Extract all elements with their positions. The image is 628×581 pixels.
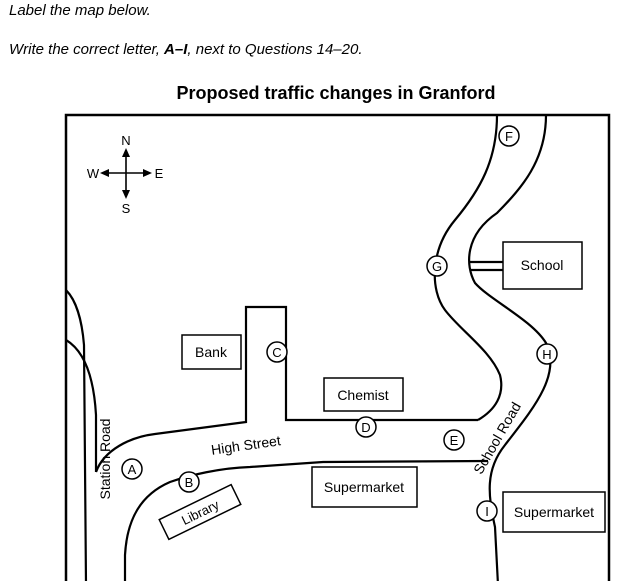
marker-d-circle (355, 416, 377, 438)
marker-e-circle (443, 429, 465, 451)
bank-label: Bank (195, 344, 228, 360)
compass-n: N (121, 133, 130, 148)
marker-f: F (505, 129, 513, 144)
chemist-box (323, 377, 404, 412)
supermarket-right-label: Supermarket (514, 504, 594, 520)
marker-i-circle (476, 500, 498, 522)
school-box (502, 241, 583, 290)
marker-g-circle (426, 255, 448, 277)
supermarket-centre-label: Supermarket (324, 479, 404, 495)
library-box (158, 483, 242, 541)
marker-b: B (185, 475, 194, 490)
school-label: School (521, 257, 564, 273)
school-road-label: School Road (470, 399, 524, 476)
school-road-east-edge (468, 115, 552, 581)
instruction-suffix: , next to Questions 14–20. (187, 41, 363, 58)
high-street-south-edge (123, 459, 489, 581)
map-title: Proposed traffic changes in Granford (176, 83, 496, 103)
marker-h: H (542, 347, 551, 362)
marker-i: I (485, 504, 489, 519)
supermarket-right-box (502, 491, 606, 533)
station-road-west-edge (66, 289, 88, 581)
station-road-east-edge (66, 339, 98, 472)
marker-c-circle (266, 341, 288, 363)
compass-s: S (122, 201, 131, 216)
marker-h-circle (536, 343, 558, 365)
marker-c: C (272, 345, 281, 360)
chemist-label: Chemist (337, 387, 388, 403)
high-street-north-edge (94, 305, 478, 473)
map-frame (64, 113, 611, 581)
marker-d: D (361, 420, 370, 435)
instruction-prefix: Write the correct letter, (9, 41, 165, 58)
marker-f-circle (498, 125, 520, 147)
marker-b-circle (178, 471, 200, 493)
compass-w: W (87, 166, 100, 181)
high-street-label: High Street (210, 432, 282, 458)
compass-e: E (155, 166, 164, 181)
marker-a-circle (121, 458, 143, 480)
supermarket-centre-box (311, 466, 418, 508)
marker-a: A (128, 462, 137, 477)
instruction-letter-range: A–I (164, 41, 188, 58)
school-road-west-edge (433, 115, 503, 421)
station-road-label: Station Road (97, 419, 113, 500)
compass-rose (100, 148, 152, 199)
instruction-write-letter: Write the correct letter, A–I, next to Q… (9, 41, 363, 58)
marker-e: E (450, 433, 459, 448)
instruction-label-map: Label the map below. (9, 2, 151, 19)
marker-g: G (432, 259, 442, 274)
bank-box (181, 334, 242, 370)
